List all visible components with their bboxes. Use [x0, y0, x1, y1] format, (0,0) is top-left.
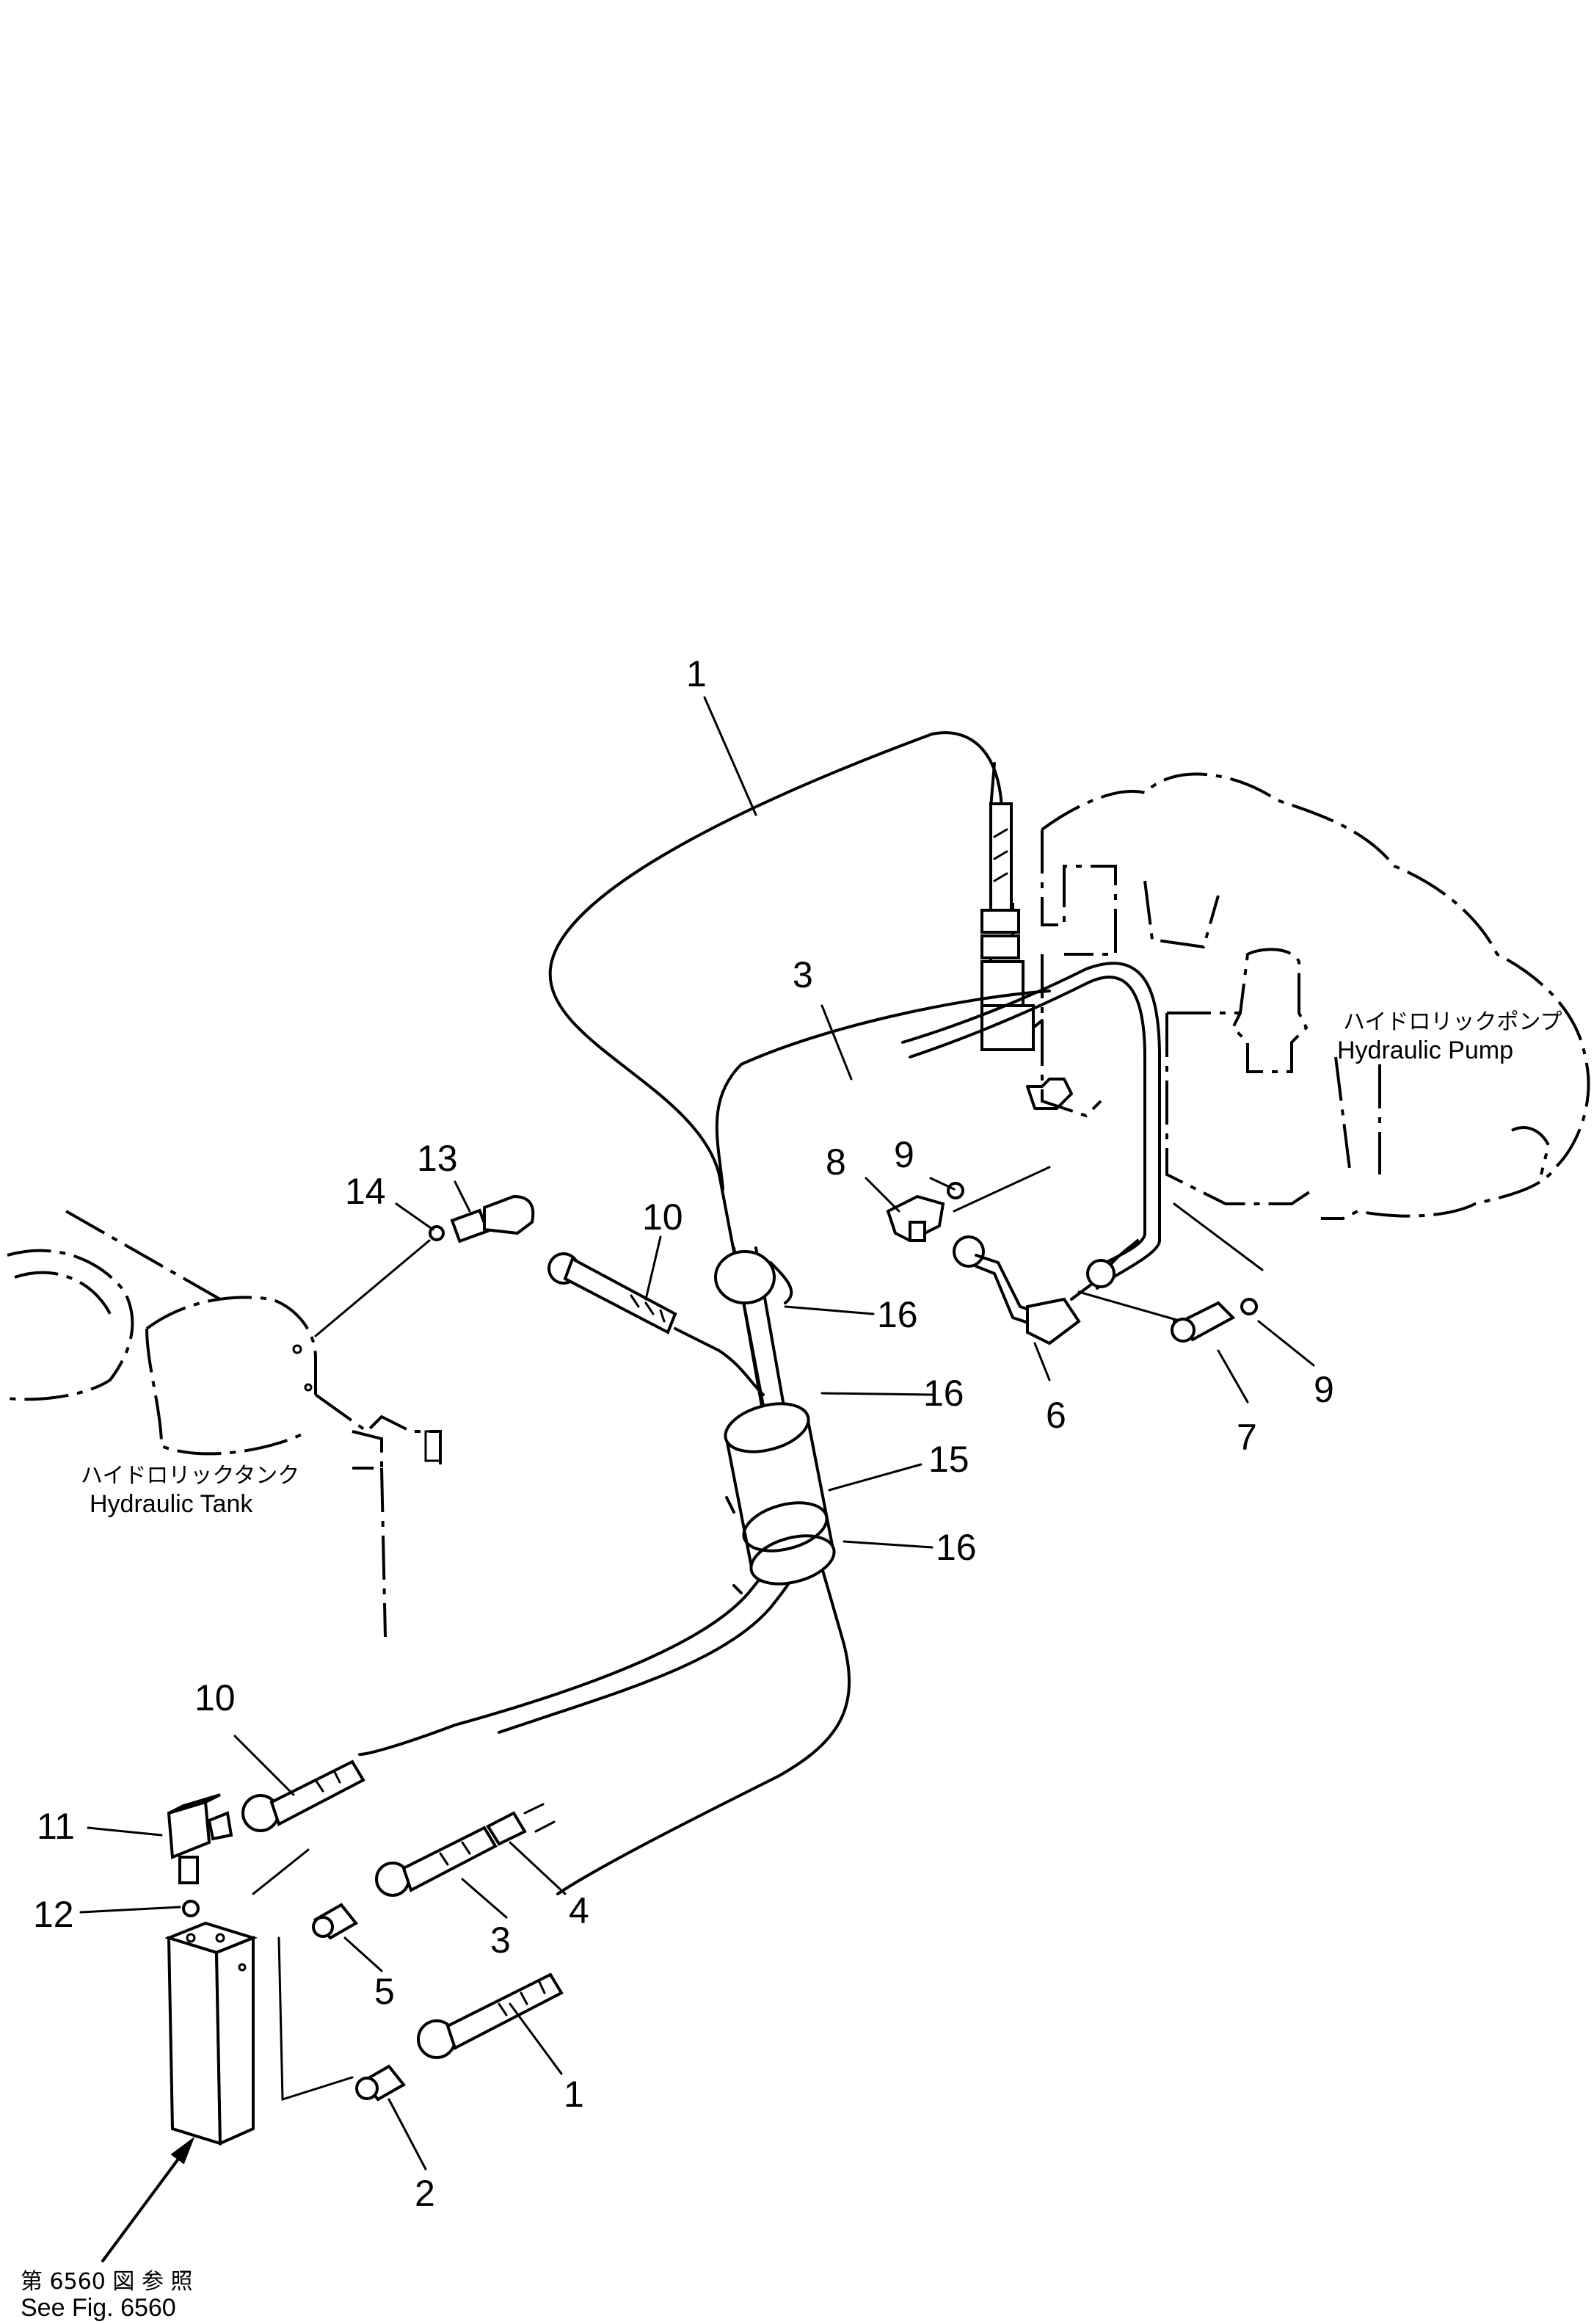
callout-14: 14: [345, 1171, 386, 1212]
callout-2: 2: [415, 2173, 435, 2214]
pump-label-en: Hydraulic Pump: [1337, 1036, 1513, 1064]
tank-label-en: Hydraulic Tank: [90, 1490, 253, 1518]
leader-lines: [79, 696, 1315, 2171]
callout-10-bottom: 10: [194, 1677, 236, 1718]
reference-label-jp: 第 6560 図 参 照: [21, 2269, 193, 2295]
text-labels: ハイドロリックポンプ Hydraulic Pump ハイドロリックタンク Hyd…: [21, 1009, 1562, 2322]
callout-16-c: 16: [936, 1527, 977, 1568]
o-ring-12: [182, 1900, 200, 1917]
callout-6: 6: [1046, 1395, 1066, 1436]
tank-label-jp: ハイドロリックタンク: [81, 1463, 299, 1489]
fitting-6: [953, 1235, 1139, 1346]
callout-1-bottom: 1: [564, 2074, 584, 2115]
pump-label-jp: ハイドロリックポンプ: [1343, 1009, 1562, 1035]
callout-8: 8: [826, 1141, 846, 1183]
elbow-fitting-13: [450, 1194, 535, 1243]
callout-4: 4: [569, 1890, 589, 1931]
callout-numbers: 1 3 9 8 13 14 10 16 16 15 16 6 7 9 10 11…: [33, 653, 1334, 2214]
hose-3-pump: [901, 962, 1161, 1290]
clamp-assembly-15: [724, 1402, 836, 1594]
reference-label-en: See Fig. 6560: [21, 2294, 176, 2322]
callout-13: 13: [417, 1138, 458, 1179]
callout-1-top: 1: [686, 653, 707, 694]
callout-9-b: 9: [1314, 1369, 1334, 1410]
fitting-5: [312, 1903, 359, 1940]
hose-10-upper: [547, 1252, 677, 1335]
hydraulic-tank-outline: [7, 1210, 442, 1638]
hose-3-lower: [375, 1803, 556, 1897]
callout-12: 12: [33, 1894, 74, 1935]
hose-1-lower: [417, 1972, 564, 2059]
callout-9-a: 9: [894, 1134, 914, 1175]
callout-11: 11: [37, 1806, 75, 1847]
manifold-block: [164, 1921, 258, 2146]
piping: [252, 731, 1264, 2102]
callout-15: 15: [928, 1439, 969, 1480]
clamp-16-upper: [714, 1250, 793, 1304]
fitting-7: [1171, 1301, 1236, 1343]
callout-16-a: 16: [877, 1294, 918, 1335]
callout-5: 5: [374, 1971, 395, 2012]
callout-16-b: 16: [923, 1373, 964, 1414]
o-ring-9-upper: [947, 1182, 964, 1199]
o-ring-9-lower: [1240, 1298, 1258, 1315]
fitting-8: [886, 1194, 945, 1243]
callout-7: 7: [1237, 1417, 1257, 1458]
fitting-2: [355, 2064, 407, 2102]
callout-3-top: 3: [793, 954, 813, 995]
reference-arrow: [101, 2136, 195, 2262]
callout-3-bottom: 3: [490, 1920, 511, 1961]
callout-10-top: 10: [642, 1197, 683, 1238]
hose-10-lower: [241, 1760, 365, 1832]
hose-1-upper-fitting: [980, 802, 1020, 959]
valve-11: [167, 1793, 233, 1884]
